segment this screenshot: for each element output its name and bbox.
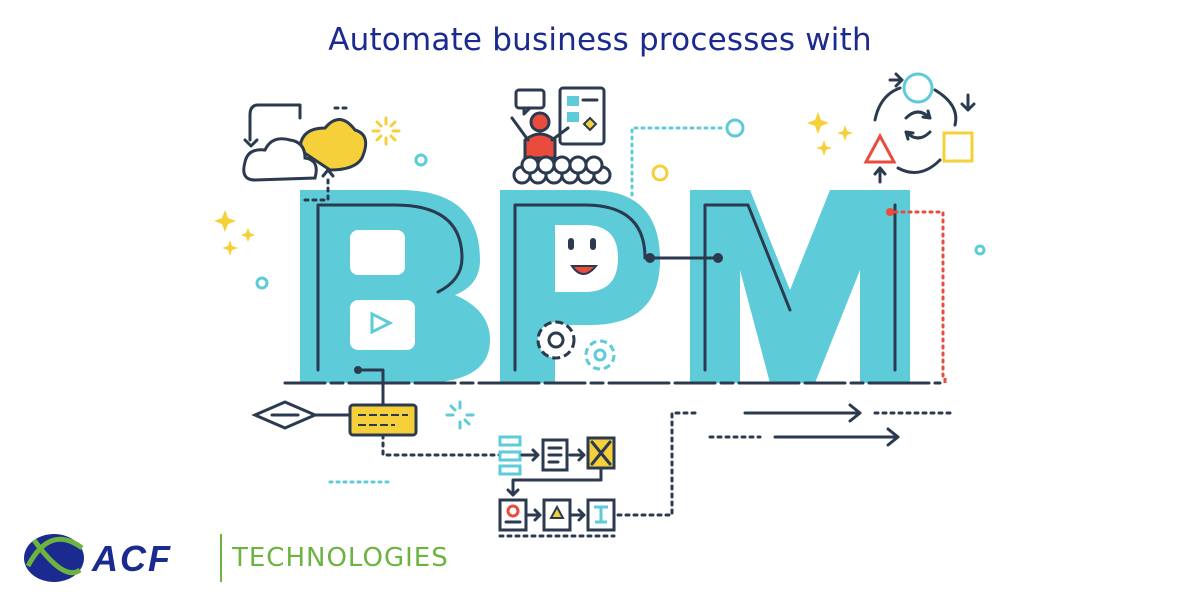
headline: Automate business processes with (328, 22, 872, 58)
letter-m (690, 190, 910, 383)
logo-division: TECHNOLOGIES (232, 543, 449, 573)
cycle-icon (863, 72, 976, 184)
letter-b (300, 190, 490, 383)
acf-globe-icon (24, 534, 84, 582)
arrow-icon (616, 403, 952, 517)
letter-p (500, 190, 660, 383)
logo-brand: ACF (92, 538, 172, 579)
presenter-icon (510, 86, 612, 185)
cloud-brain-icon (242, 103, 368, 202)
burst-icon-blue (445, 400, 475, 430)
burst-icon (371, 116, 401, 146)
connector (645, 253, 723, 263)
acf-logo (20, 526, 440, 588)
gear-icon (536, 320, 616, 371)
decor-circles (255, 118, 986, 290)
decision-diamond-icon (251, 366, 502, 484)
flowchart-icon (498, 435, 616, 538)
sparkle-icon (214, 112, 853, 256)
